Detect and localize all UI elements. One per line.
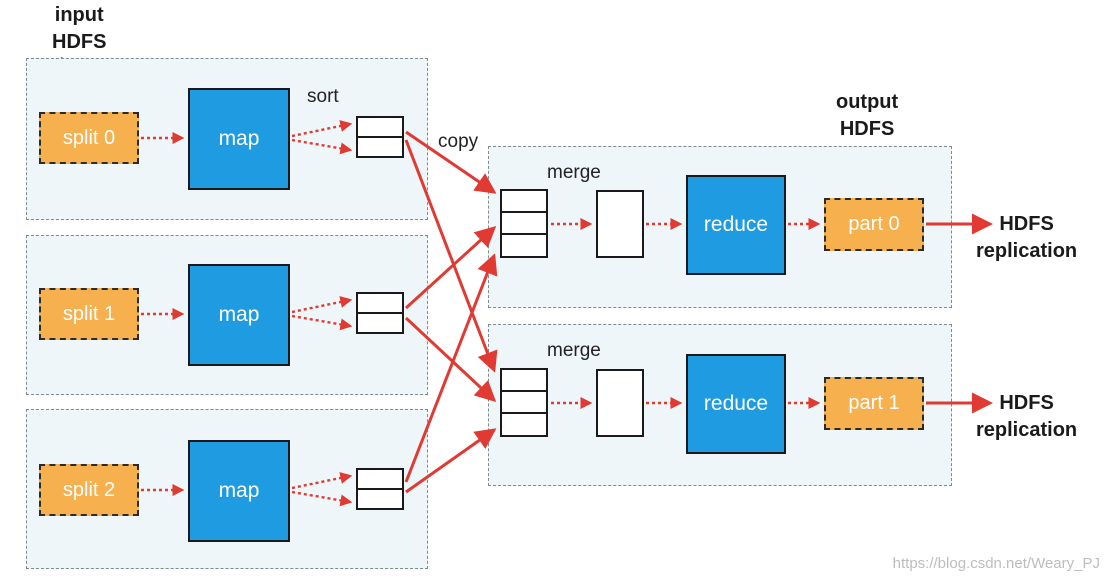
input-label-line2: HDFS bbox=[52, 31, 107, 53]
arrow-map1-buf1b bbox=[291, 314, 353, 331]
part-1-box: part 1 bbox=[824, 377, 924, 430]
arrow-map0-buf0a bbox=[291, 120, 353, 138]
arrow-map1-buf1a bbox=[291, 296, 353, 314]
part-0-box: part 0 bbox=[824, 198, 924, 251]
map-task-1: map bbox=[188, 264, 290, 366]
reduce-input-buffer-1 bbox=[500, 368, 548, 437]
reduce-task-1: reduce bbox=[686, 354, 786, 454]
hdfs-word-0: HDFS bbox=[999, 213, 1054, 235]
split-0-box: split 0 bbox=[39, 112, 139, 164]
copy-arrow-1-to-0 bbox=[404, 225, 497, 310]
copy-arrow-0-to-1 bbox=[404, 139, 498, 373]
map-task-0: map bbox=[188, 88, 290, 190]
merge-label-0: merge bbox=[547, 162, 601, 183]
map-task-2: map bbox=[188, 440, 290, 542]
map-output-buffer-2 bbox=[356, 468, 404, 510]
reduce-task-0: reduce bbox=[686, 175, 786, 275]
arrow-map2-buf2a bbox=[291, 472, 353, 490]
replication-word-1: replication bbox=[976, 419, 1078, 441]
copy-arrow-1-to-1 bbox=[404, 316, 497, 403]
copy-label: copy bbox=[438, 131, 479, 152]
copy-arrow-2-to-0 bbox=[404, 253, 498, 483]
split-2-box: split 2 bbox=[39, 464, 139, 516]
merged-file-1 bbox=[596, 369, 644, 437]
merge-label-1: merge bbox=[547, 340, 601, 361]
sort-label: sort bbox=[307, 86, 339, 107]
hdfs-replication-label-0: HDFS replication bbox=[976, 211, 1077, 265]
input-label-line1: input bbox=[54, 4, 104, 26]
copy-arrow-2-to-1 bbox=[405, 428, 497, 494]
map-output-buffer-0 bbox=[356, 116, 404, 158]
reduce-input-buffer-0 bbox=[500, 189, 548, 258]
hdfs-word-1: HDFS bbox=[999, 392, 1054, 414]
arrow-map2-buf2b bbox=[291, 490, 353, 507]
split-1-box: split 1 bbox=[39, 288, 139, 340]
arrow-map0-buf0b bbox=[291, 138, 353, 155]
output-label-line2: HDFS bbox=[839, 118, 895, 140]
copy-arrow-0-to-0 bbox=[405, 130, 497, 194]
hdfs-replication-label-1: HDFS replication bbox=[976, 390, 1077, 444]
output-label-line1: output bbox=[836, 91, 899, 113]
input-hdfs-label: input HDFS bbox=[52, 2, 106, 56]
merged-file-0 bbox=[596, 190, 644, 258]
output-hdfs-label: output HDFS bbox=[836, 89, 898, 143]
replication-word-0: replication bbox=[976, 240, 1078, 262]
map-output-buffer-1 bbox=[356, 292, 404, 334]
watermark-url: https://blog.csdn.net/Weary_PJ bbox=[892, 555, 1100, 572]
